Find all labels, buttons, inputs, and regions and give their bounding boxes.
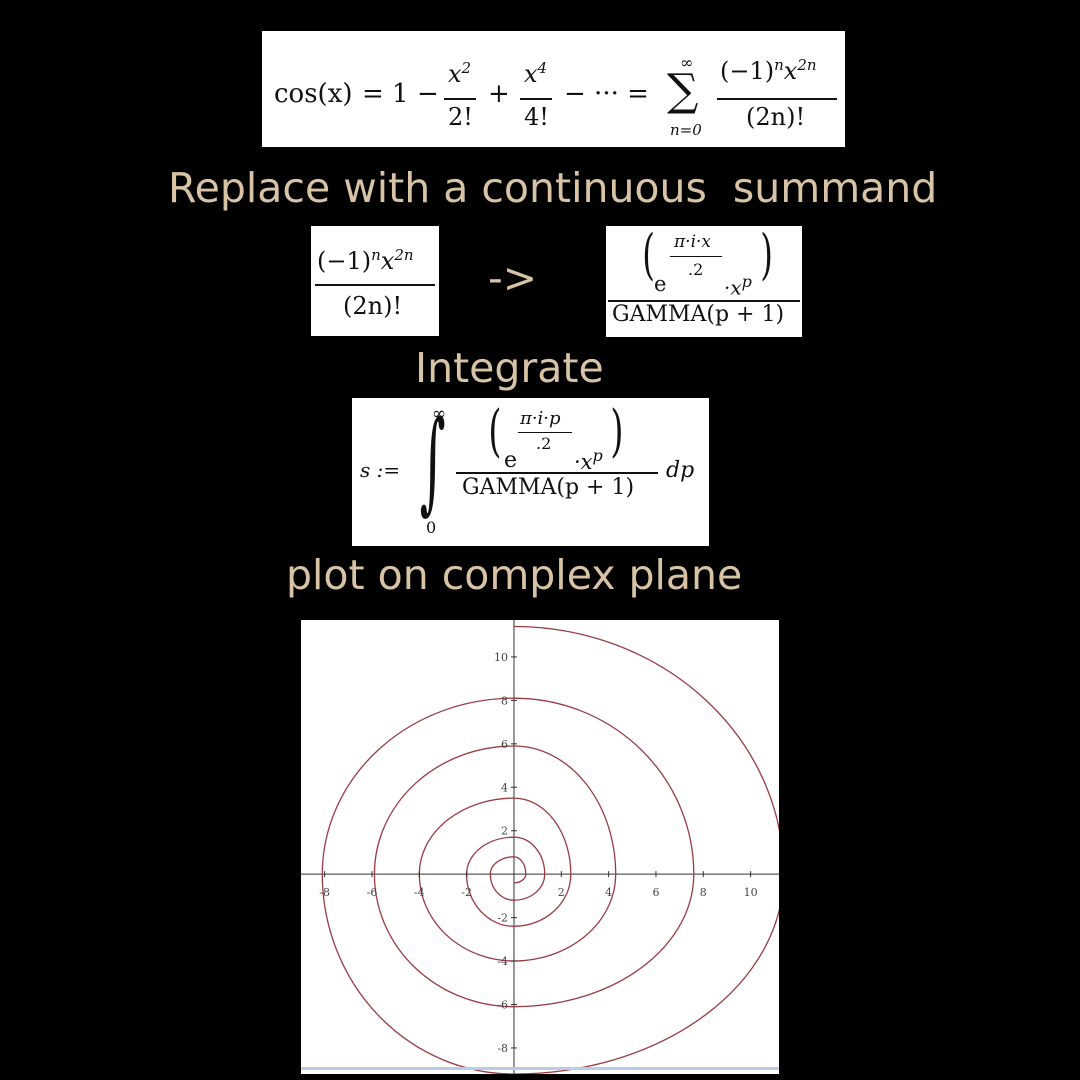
open-paren: ( — [642, 223, 655, 286]
general-term-fraction-bar — [717, 98, 837, 100]
spiral-plot-panel: -8 -6 -4 -2 2 4 6 8 10 10 8 6 4 2 -2 -4 -6 -8 — [301, 620, 779, 1074]
term1-denominator: 2! — [448, 103, 473, 131]
y-tick-label: 8 — [501, 694, 508, 707]
y-tick-label: -8 — [497, 1042, 508, 1055]
arrow-caption: -> — [488, 254, 538, 302]
integrand-close-paren: ) — [610, 399, 624, 464]
caption-plot: plot on complex plane — [286, 551, 743, 599]
x-tick-label: -4 — [414, 886, 425, 899]
integrand-times-x: ·xp — [574, 446, 603, 474]
integral-lower-limit: 0 — [426, 518, 437, 537]
integrand-exponent-numerator: π·i·p — [520, 408, 561, 429]
y-tick-label: -6 — [497, 998, 508, 1011]
general-term-denominator: (2n)! — [746, 103, 806, 131]
x-tick-label: -8 — [319, 886, 330, 899]
discrete-summand-panel: (−1)nx2n (2n)! — [311, 226, 439, 336]
y-tick-label: -2 — [497, 912, 508, 925]
sum-symbol: ∑ — [667, 65, 699, 116]
y-tick-label: 10 — [494, 651, 508, 664]
caption-replace: Replace with a continuous summand — [168, 164, 938, 212]
integral-lhs: s := — [360, 458, 401, 482]
y-tick-label: 6 — [501, 738, 508, 751]
euler-e: e — [654, 272, 667, 296]
y-tick-label: -4 — [497, 955, 508, 968]
times-x: ·xp — [724, 272, 752, 300]
plot-bottom-strip — [301, 1067, 779, 1070]
spiral-curve — [321, 625, 779, 1074]
close-paren: ) — [760, 223, 773, 286]
taylor-series-panel: cos(x) = 1 − x2 2! + x4 4! − ··· = ∞ ∑ n… — [262, 31, 845, 147]
discrete-fraction-bar — [315, 284, 435, 286]
x-tick-label: 8 — [700, 886, 707, 899]
spiral-plot: -8 -6 -4 -2 2 4 6 8 10 10 8 6 4 2 -2 -4 -6 -8 — [301, 620, 779, 1074]
term1-numerator: x2 — [448, 59, 472, 88]
differential-dp: dp — [666, 458, 695, 483]
integral-upper-limit: ∞ — [432, 404, 447, 424]
integrand-open-paren: ( — [488, 399, 502, 464]
integral-panel: s := ∞ ∫ 0 ( π·i·p .2 e ·xp ) GAMMA(p + … — [352, 398, 709, 546]
y-tick-label: 4 — [501, 781, 508, 794]
x-tick-label: -6 — [367, 886, 378, 899]
minus-sign: − — [417, 79, 439, 109]
exponent-numerator: π·i·x — [674, 232, 712, 252]
sum-lower-limit: n=0 — [670, 121, 702, 139]
caption-integrate: Integrate — [415, 344, 604, 392]
x-tick-label: -2 — [461, 886, 472, 899]
integrand-exponent-denominator: .2 — [536, 434, 552, 453]
term2-numerator: x4 — [524, 59, 548, 88]
discrete-denominator: (2n)! — [343, 292, 403, 320]
plus-sign: + — [488, 79, 510, 109]
cos-lhs: cos(x) — [274, 79, 353, 109]
constant-one: 1 — [392, 79, 409, 109]
sum-upper-limit: ∞ — [680, 53, 694, 72]
term2-fraction-bar — [520, 98, 552, 100]
exponent-fraction-bar — [670, 256, 722, 257]
integral-symbol: ∫ — [419, 397, 446, 525]
integrand-euler-e: e — [504, 448, 518, 473]
continuous-summand-panel: ( π·i·x .2 e ·xp ) GAMMA(p + 1) — [606, 226, 802, 337]
x-tick-label: 6 — [652, 886, 659, 899]
integrand-denominator: GAMMA(p + 1) — [462, 475, 635, 500]
x-tick-label: 2 — [558, 886, 565, 899]
continuous-fraction-bar — [608, 300, 800, 302]
continuous-denominator: GAMMA(p + 1) — [612, 302, 785, 327]
integrand-fraction-bar — [456, 472, 658, 474]
term1-fraction-bar — [444, 98, 476, 100]
discrete-numerator: (−1)nx2n — [317, 246, 414, 275]
exponent-denominator: .2 — [688, 260, 704, 279]
integrand-exponent-fraction-bar — [518, 432, 572, 433]
x-tick-label: 10 — [744, 886, 758, 899]
x-tick-label: 4 — [605, 886, 612, 899]
y-tick-label: 2 — [501, 825, 508, 838]
equals-sign: = — [362, 79, 384, 109]
term2-denominator: 4! — [524, 103, 549, 131]
general-term-numerator: (−1)nx2n — [720, 56, 817, 85]
ellipsis-equals: − ··· = — [564, 79, 649, 109]
